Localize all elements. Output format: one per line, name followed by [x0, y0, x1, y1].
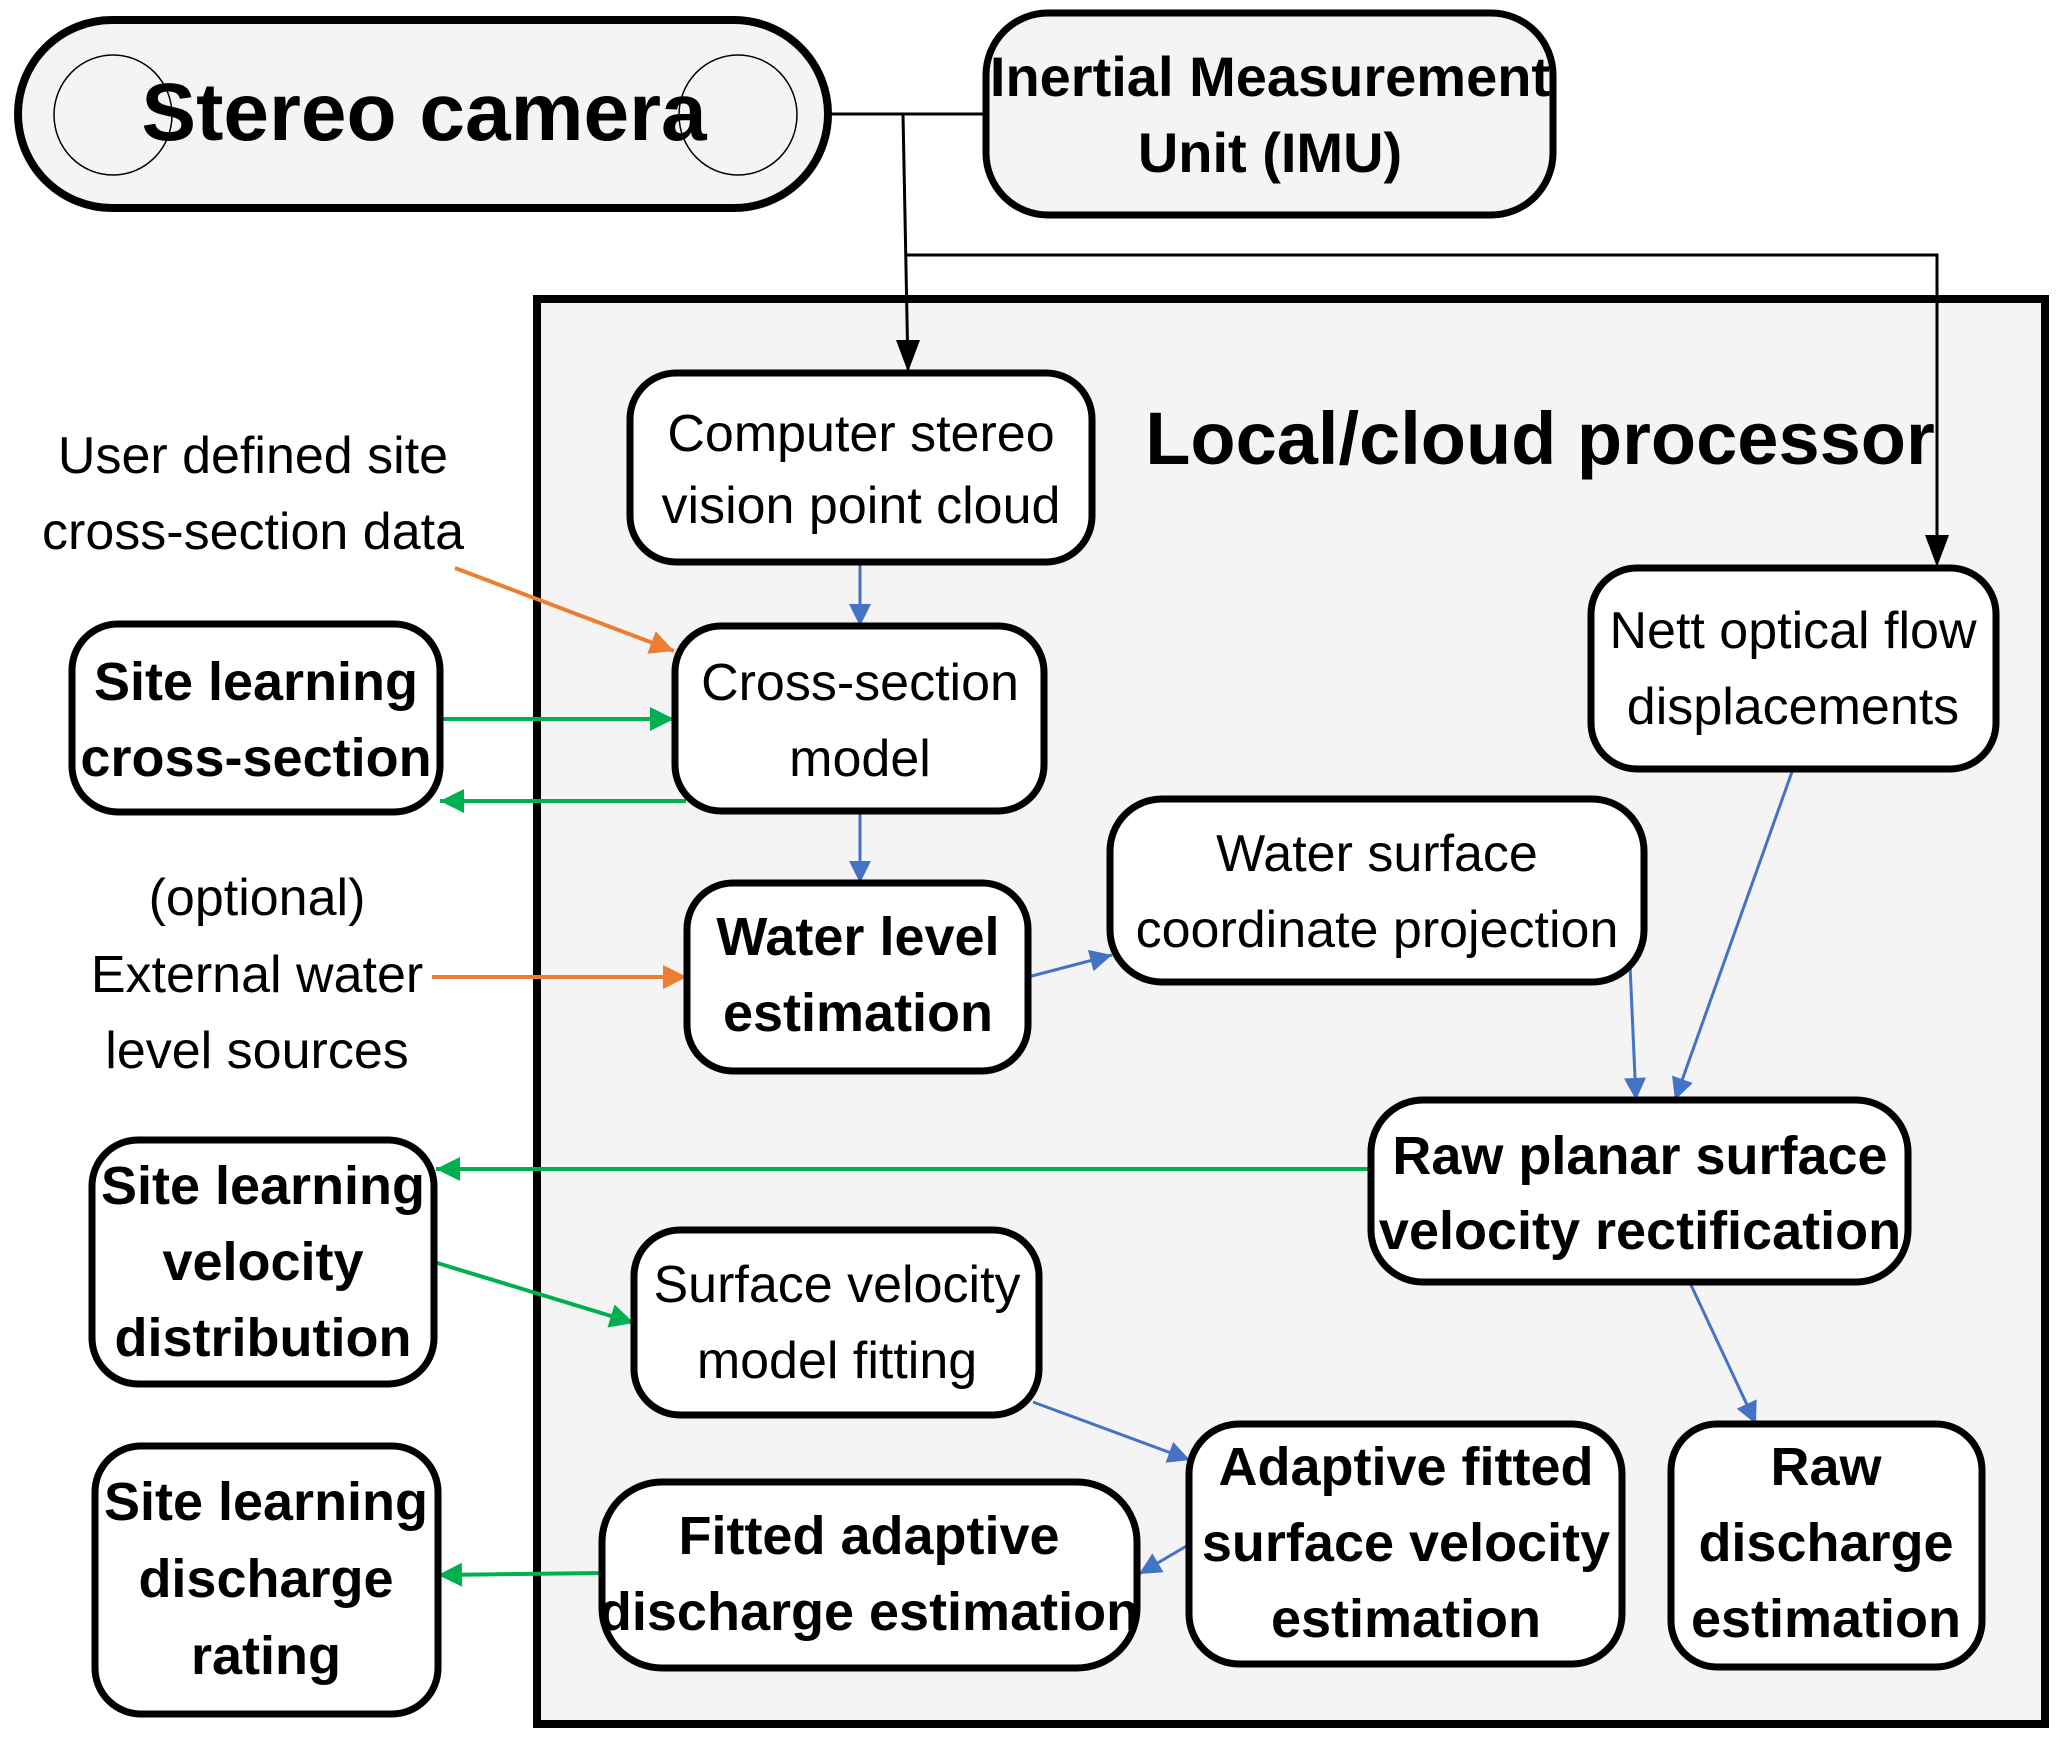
edge-projection-raw-planar	[1624, 964, 1647, 1101]
node-raw-discharge: Raw discharge estimation	[1667, 1420, 1986, 1671]
node-label: estimation	[723, 983, 993, 1043]
node-label: distribution	[115, 1308, 412, 1368]
imu-label-line2: Unit (IMU)	[1138, 121, 1402, 184]
node-label: discharge estimation	[599, 1582, 1139, 1642]
imu-box: Inertial Measurement Unit (IMU)	[982, 9, 1557, 219]
edge-fitted-discharge-to-site-rating	[437, 1562, 604, 1587]
processor-title: Local/cloud processor	[1145, 397, 1935, 480]
node-label: cross-section	[80, 728, 431, 788]
node-label: Fitted adaptive	[678, 1506, 1059, 1566]
edge-hardware-point-cloud	[901, 113, 910, 371]
edge-hardware-optical-flow-arrowhead	[1925, 535, 1949, 567]
site-learning-discharge-rating: Site learning discharge rating	[91, 1442, 442, 1718]
node-fitted-adaptive-discharge: Fitted adaptive discharge estimation	[598, 1478, 1141, 1672]
stereo-camera-label: Stereo camera	[141, 67, 708, 158]
imu-label-line1: Inertial Measurement	[990, 45, 1550, 108]
node-label: Site learning	[94, 652, 418, 712]
node-label: Raw	[1770, 1437, 1882, 1497]
node-label: Raw planar surface	[1392, 1126, 1887, 1186]
node-cross-section-model: Cross-section model	[671, 622, 1048, 815]
edge-hardware-optical-flow	[906, 253, 1939, 535]
node-label: velocity rectification	[1379, 1201, 1901, 1261]
edge-site-velocity-to-fitting	[433, 1260, 635, 1328]
stereo-camera: Stereo camera	[14, 16, 832, 212]
node-label: Computer stereo	[667, 405, 1054, 463]
external-user-cross-section: User defined site cross-section data	[42, 427, 464, 561]
node-label: estimation	[1691, 1589, 1961, 1649]
node-label: model	[789, 730, 931, 788]
node-point-cloud: Computer stereo vision point cloud	[626, 369, 1096, 566]
node-label: Surface velocity	[653, 1256, 1020, 1314]
edge-fitting-adaptive-velocity	[1032, 1400, 1191, 1463]
edge-raw-planar-raw-discharge	[1689, 1284, 1758, 1425]
node-label: rating	[191, 1626, 341, 1686]
external-label: User defined site	[58, 427, 448, 485]
node-raw-planar-velocity: Raw planar surface velocity rectificatio…	[1367, 1096, 1912, 1286]
node-surface-velocity-fitting: Surface velocity model fitting	[630, 1226, 1043, 1419]
edge-optical-flow-raw-planar	[1672, 768, 1795, 1101]
node-label: Water surface	[1216, 825, 1538, 883]
node-label: Water level	[716, 907, 999, 967]
external-label: cross-section data	[42, 503, 464, 561]
external-label: level sources	[105, 1022, 408, 1080]
external-label: External water	[91, 946, 423, 1004]
node-adaptive-fitted-velocity: Adaptive fitted surface velocity estimat…	[1185, 1420, 1626, 1668]
node-label: discharge	[138, 1549, 393, 1609]
camera-lens-left	[53, 54, 173, 176]
node-label: surface velocity	[1202, 1513, 1610, 1573]
node-label: Adaptive fitted	[1218, 1437, 1593, 1497]
node-label: Cross-section	[701, 654, 1019, 712]
camera-lens-right	[678, 54, 798, 176]
node-label: displacements	[1627, 678, 1959, 736]
node-label: velocity	[162, 1232, 363, 1292]
external-label: (optional)	[149, 869, 366, 927]
node-label: estimation	[1271, 1589, 1541, 1649]
node-optical-flow: Nett optical flow displacements	[1587, 564, 2000, 773]
site-learning-velocity-distribution: Site learning velocity distribution	[88, 1136, 438, 1388]
node-label: vision point cloud	[662, 477, 1061, 535]
site-learning-cross-section: Site learning cross-section	[68, 620, 444, 816]
node-label: model fitting	[697, 1332, 977, 1390]
edge-hardware-point-cloud-arrowhead	[896, 340, 920, 372]
node-water-level: Water level estimation	[683, 879, 1032, 1075]
node-label: Site learning	[101, 1156, 425, 1216]
node-water-surface-projection: Water surface coordinate projection	[1106, 795, 1648, 986]
node-label: Nett optical flow	[1609, 602, 1976, 660]
edge-user-data-to-model	[454, 566, 675, 654]
external-water-level-sources: (optional) External water level sources	[91, 869, 423, 1080]
node-label: Site learning	[104, 1472, 428, 1532]
edge-water-level-projection	[1027, 949, 1113, 979]
node-label: discharge	[1698, 1513, 1953, 1573]
node-label: coordinate projection	[1136, 901, 1619, 959]
